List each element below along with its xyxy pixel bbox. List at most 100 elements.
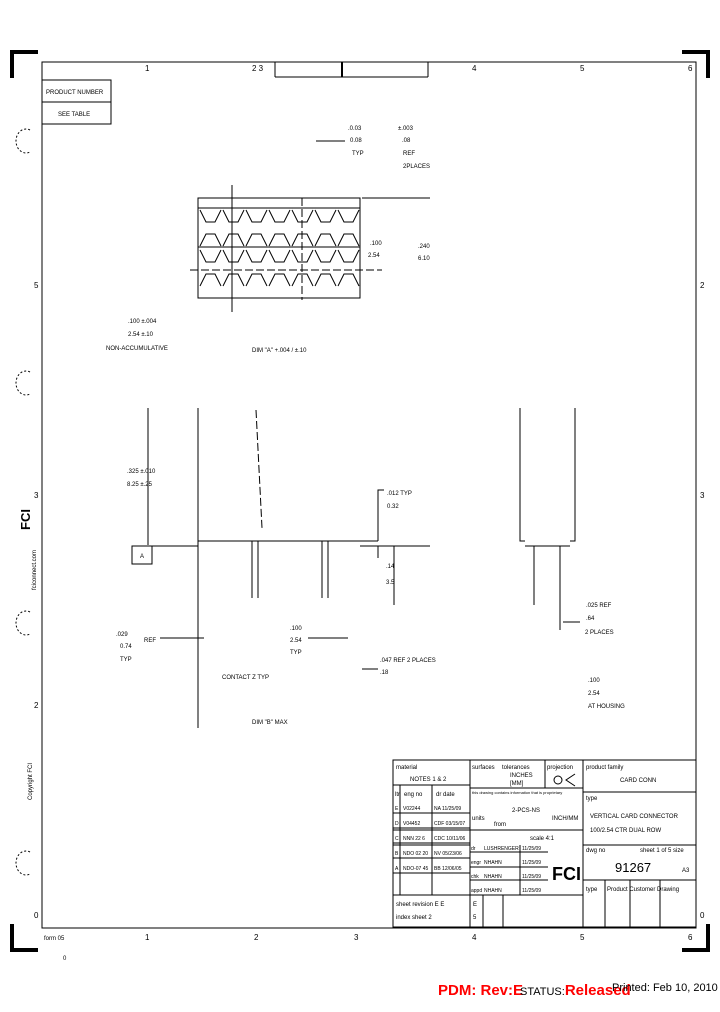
signoff-name: NHAHN [484, 860, 502, 866]
zone-bottom-2: 2 [254, 933, 259, 942]
pdm-revision: PDM: Rev:E [438, 982, 524, 999]
dim-d8-line1: .012 TYP [387, 491, 412, 497]
drawing-border [41, 61, 697, 929]
end-view-connector [519, 408, 580, 630]
revision-cell: NV 05/23/06 [434, 851, 462, 857]
dim-d12-line2: .18 [380, 670, 389, 676]
contact-cell [268, 273, 291, 287]
signoff-date: 11/25/09 [522, 846, 541, 852]
zone-right-0: 0 [700, 911, 705, 920]
zone-left-0: 0 [34, 911, 39, 920]
tb-ref: 2-PCS-NS [512, 808, 540, 814]
signoff-date: 11/25/09 [522, 874, 541, 880]
zone-top-5: 5 [580, 64, 585, 73]
revision-cell: A [395, 866, 399, 872]
tb-units-label: units [472, 816, 485, 822]
tb-scale: scale 4:1 [530, 836, 555, 842]
contact-cell [291, 273, 314, 287]
revision-cell: NDO 02 20 [403, 851, 428, 857]
tb-product-family: CARD CONN [620, 778, 656, 784]
dim-d11-line1: .100 [290, 626, 302, 632]
contact-cell [314, 249, 337, 263]
dim-d10-line2: 0.74 [120, 644, 132, 650]
zone-top-2: 2 3 [252, 64, 264, 73]
tb-description-1: VERTICAL CARD CONNECTOR [590, 814, 679, 820]
side-view-connector [131, 408, 430, 728]
contact-cell [337, 249, 360, 263]
tb-sheet-no: 5 [473, 915, 477, 921]
dim-d10-ref: REF [144, 638, 156, 644]
tb-rev-box: E [473, 902, 477, 908]
dim-d3-line1: .100 [370, 241, 382, 247]
revision-cell: NDO-07 45 [403, 866, 429, 872]
dim-d15-line3: 2 PLACES [585, 630, 614, 636]
contact-cell [222, 273, 245, 287]
tb-index-sheet: index sheet 2 [396, 915, 432, 921]
printed-date: Printed: Feb 10, 2010 [612, 982, 718, 994]
dim-d8-line2: 0.32 [387, 504, 399, 510]
tb-mm: [MM] [510, 781, 524, 787]
zone-bottom-4: 4 [472, 933, 477, 942]
product-number-table: PRODUCT NUMBER SEE TABLE [41, 79, 112, 125]
contact-cell [337, 209, 360, 223]
contact-cell [314, 209, 337, 223]
revision-cell: V04452 [403, 821, 420, 827]
dim-d14: DIM "B" MAX [252, 720, 288, 726]
status: STATUS:Released [520, 982, 631, 999]
signoff-date: 11/25/09 [522, 888, 541, 894]
dim-d1-line3: TYP [352, 151, 364, 157]
contact-cell [268, 249, 291, 263]
top-view-connector [190, 185, 430, 312]
tb-projection-label: projection [547, 765, 573, 771]
dim-d9-line2: 3.5 [386, 580, 395, 586]
tb-fci-logo: FCI [552, 864, 581, 884]
revision-cell: CDC 10/11/06 [434, 836, 466, 842]
contact-cell [222, 233, 245, 247]
dim-d16-line2: 2.54 [588, 691, 600, 697]
dim-d11-line2: 2.54 [290, 638, 302, 644]
tb-product-family-label: product family [586, 765, 623, 771]
tb-inches: INCHES [510, 773, 533, 779]
tb-type-row-value: Product Customer Drawing [607, 887, 679, 893]
contact-cell [199, 273, 222, 287]
form-mark: 0 [63, 956, 67, 962]
dim-d16-line1: .100 [588, 678, 600, 684]
tb-drawing-note: this drawing contains information that i… [472, 790, 563, 795]
note-contact: CONTACT Z TYP [222, 675, 269, 681]
product-number-header: PRODUCT NUMBER [46, 90, 104, 96]
dim-d11-line3: TYP [290, 650, 302, 656]
signoff-date: 11/25/09 [522, 860, 541, 866]
tb-dwg-label: dwg no [586, 848, 606, 854]
punch-holes [15, 128, 31, 876]
tb-inch-mm: INCH/MM [552, 816, 578, 822]
signoff-role: dr [471, 846, 476, 852]
tb-sheet-label: sheet 1 of 5 size [640, 848, 684, 854]
revision-cell: E [395, 806, 399, 812]
tb-sheet-revision: sheet revision E E [396, 902, 444, 908]
contact-cell [291, 233, 314, 247]
status-value: Released [564, 982, 631, 999]
dim-d2-line2: .08 [402, 138, 411, 144]
dim-d9-line1: .14 [386, 564, 395, 570]
contact-cell [245, 273, 268, 287]
contact-cell [199, 209, 222, 223]
revision-cell: NA 11/25/09 [434, 806, 461, 812]
datum-a: A [140, 554, 144, 560]
revision-cell: B [395, 851, 399, 857]
dim-d4-line1: .240 [418, 244, 430, 250]
revision-cell: BB 12/06/05 [434, 866, 462, 872]
corner-marks [10, 50, 710, 952]
dim-d7-line2: 8.25 ±.25 [127, 482, 153, 488]
contact-cell [268, 209, 291, 223]
dim-d10-line3: TYP [120, 657, 132, 663]
zone-top-4: 4 [472, 64, 477, 73]
tb-size: A3 [682, 868, 690, 874]
signoff-role: engr [471, 860, 481, 866]
zone-bottom-5: 5 [580, 933, 585, 942]
revision-cell: D [395, 821, 399, 827]
side-website: fciconnect.com [32, 550, 38, 590]
signoff-name: NHAHN [484, 874, 502, 880]
dim-d2-line4: 2PLACES [403, 164, 430, 170]
signoff-name: NHAHN [484, 888, 502, 894]
